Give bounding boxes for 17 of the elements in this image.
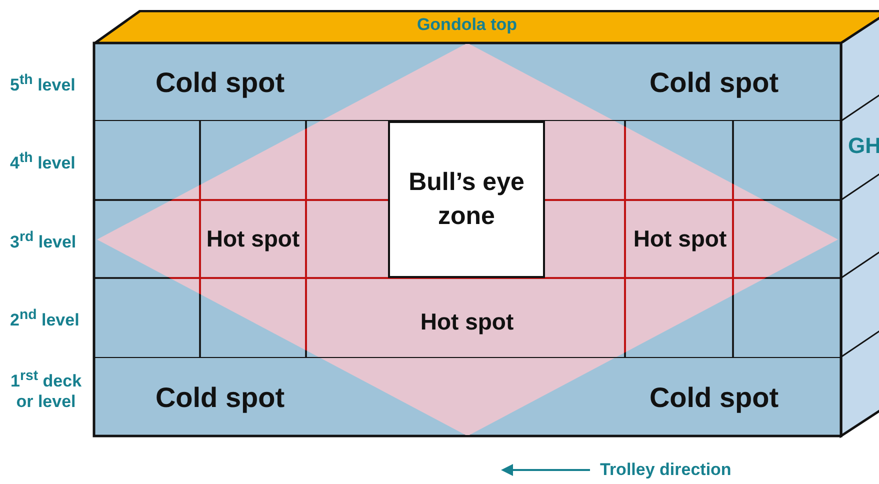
zone-label: Cold spot [649,67,779,99]
level-label: 4$^{th}$ level [10,149,76,174]
zone-label: Hot spot [206,226,300,252]
level-label: 1$^{rst}$ deck or level [10,367,82,412]
zone-label: Bull’s eye zone [408,166,526,232]
zone-label: Cold spot [155,67,285,99]
zone-label: Hot spot [420,308,514,336]
direction-label: Trolley direction [600,460,732,480]
level-label: 3$^{rd}$ level [10,228,76,253]
level-label: 5$^{th}$ level [10,71,76,96]
gondola-top-label: Gondola top [416,15,518,35]
gondola-top [94,10,879,43]
bulls-eye-box [388,121,545,278]
zone-label: Cold spot [649,382,779,414]
level-label: 2$^{nd}$ level [10,306,80,331]
zone-label: Cold spot [155,382,285,414]
zone-label: Hot spot [633,226,727,252]
